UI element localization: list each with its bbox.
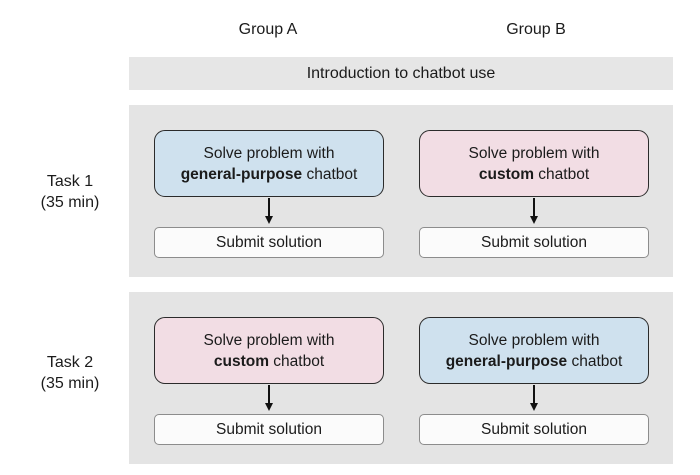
arrow-shaft [268, 385, 270, 404]
task2-panel: Solve problem with custom chatbot Submit… [129, 292, 673, 464]
column-header-group-a: Group A [238, 21, 298, 38]
task1-group-b-cell: Solve problem with custom chatbot Submit… [419, 130, 649, 258]
task1-label: Task 1 (35 min) [15, 171, 125, 213]
task1-label-name: Task 1 [46, 173, 94, 190]
arrow-head [265, 216, 273, 224]
task2-group-b-cell: Solve problem with general-purpose chatb… [419, 317, 649, 445]
chatbot-box-line2: general-purpose chatbot [445, 352, 623, 370]
task2-group-a-chatbot-box: Solve problem with custom chatbot [154, 317, 384, 384]
task2-group-a-submit-box: Submit solution [154, 414, 384, 445]
intro-banner-label: Introduction to chatbot use [306, 64, 496, 82]
arrow-head [265, 403, 273, 411]
chatbot-box-line2: custom chatbot [213, 352, 325, 370]
chatbot-box-line1: Solve problem with [203, 331, 335, 349]
chatbot-box-line1: Solve problem with [203, 144, 335, 162]
chatbot-box-line2: general-purpose chatbot [180, 165, 358, 183]
task2-group-a-cell: Solve problem with custom chatbot Submit… [154, 317, 384, 445]
arrow-head [530, 216, 538, 224]
task1-group-a-cell: Solve problem with general-purpose chatb… [154, 130, 384, 258]
task1-group-a-submit-box: Submit solution [154, 227, 384, 258]
chatbot-box-line1: Solve problem with [468, 331, 600, 349]
task1-group-b-submit-box: Submit solution [419, 227, 649, 258]
down-arrow [154, 197, 384, 227]
task2-group-b-submit-box: Submit solution [419, 414, 649, 445]
arrow-head [530, 403, 538, 411]
task2-group-b-chatbot-box: Solve problem with general-purpose chatb… [419, 317, 649, 384]
task2-label-duration: (35 min) [40, 375, 100, 392]
column-header-group-b: Group B [506, 21, 566, 38]
task1-group-b-chatbot-box: Solve problem with custom chatbot [419, 130, 649, 197]
arrow-shaft [533, 385, 535, 404]
intro-banner: Introduction to chatbot use [129, 57, 673, 90]
arrow-shaft [533, 198, 535, 217]
task1-label-duration: (35 min) [40, 194, 100, 211]
task1-group-a-chatbot-box: Solve problem with general-purpose chatb… [154, 130, 384, 197]
task2-label-name: Task 2 [46, 354, 94, 371]
task2-label: Task 2 (35 min) [15, 352, 125, 394]
task1-panel: Solve problem with general-purpose chatb… [129, 105, 673, 277]
down-arrow [419, 384, 649, 414]
arrow-shaft [268, 198, 270, 217]
down-arrow [154, 384, 384, 414]
down-arrow [419, 197, 649, 227]
chatbot-box-line1: Solve problem with [468, 144, 600, 162]
chatbot-box-line2: custom chatbot [478, 165, 590, 183]
